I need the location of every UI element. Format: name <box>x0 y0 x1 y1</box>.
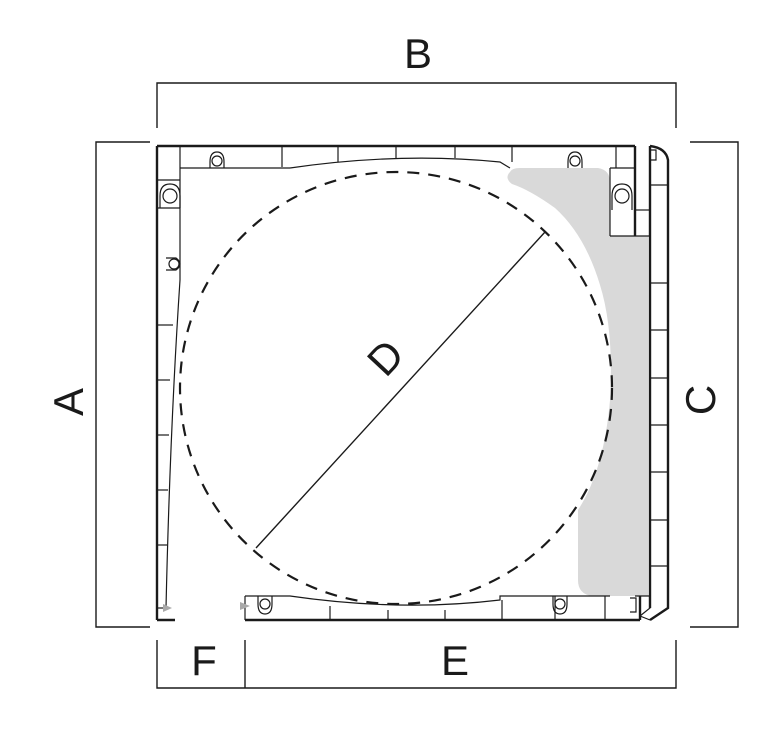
dimension-label-c: C <box>677 385 724 415</box>
hook-bottom-right <box>552 596 568 615</box>
hook-right-upper <box>611 183 633 210</box>
dimension-f-e-bracket <box>156 640 677 689</box>
dimension-b-bracket <box>156 82 677 128</box>
diameter-line <box>255 231 546 549</box>
dimension-label-b: B <box>404 30 432 77</box>
hook-top-right <box>567 151 583 168</box>
hook-left-upper <box>159 183 181 208</box>
dimension-a-bracket <box>95 141 150 628</box>
left-tab-marker <box>163 604 172 612</box>
dimension-c-bracket <box>690 141 739 628</box>
hook-top-left <box>209 151 225 168</box>
bottom-tab-marker <box>240 602 250 610</box>
shaded-panel-region <box>507 168 648 596</box>
enclosure-frame <box>155 144 670 622</box>
dimension-label-f: F <box>191 637 217 684</box>
dimension-label-d: D <box>358 331 413 385</box>
dimension-label-a: A <box>45 388 92 416</box>
dimension-label-e: E <box>441 637 469 684</box>
hook-left-middle <box>166 257 181 271</box>
hook-bottom-left <box>257 596 273 615</box>
swing-circle <box>178 170 614 606</box>
